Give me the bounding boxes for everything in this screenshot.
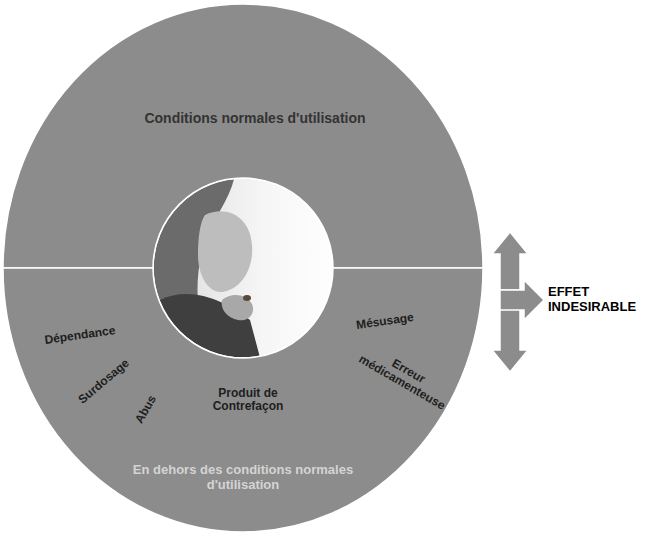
effect-label: EFFET INDESIRABLE xyxy=(548,285,648,315)
region-title: Conditions normales d'utilisation xyxy=(90,110,420,126)
block-arrow xyxy=(492,280,544,372)
misuse-label: Produit de Contrefaçon xyxy=(193,387,303,413)
region-title: En dehors des conditions normales d'util… xyxy=(128,463,358,493)
block-arrow xyxy=(492,232,544,320)
effect-box: EFFET INDESIRABLE xyxy=(548,285,648,315)
abnormal-use-region: En dehors des conditions normales d'util… xyxy=(0,0,490,534)
ring-segment xyxy=(0,0,490,534)
